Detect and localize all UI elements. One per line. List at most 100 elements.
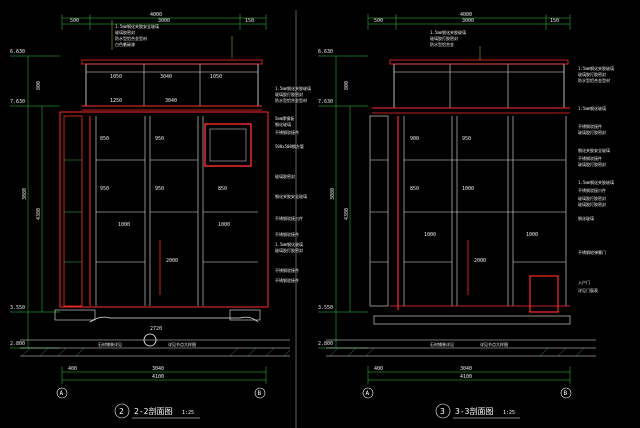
top-notes xyxy=(111,20,233,58)
top-note-2: 玻璃胶密封 xyxy=(115,29,135,35)
svg-text:防水型铝合金型材: 防水型铝合金型材 xyxy=(578,77,610,83)
top-note-1: 1.5mm钢化夹胶安全玻璃 xyxy=(115,23,159,29)
inner-dim-2: 3040 xyxy=(160,74,172,80)
section-title: 2-2剖面图 xyxy=(134,406,172,416)
r-bay-dim-2: 850 xyxy=(410,186,419,192)
main-glass-facade xyxy=(59,111,269,308)
upper-glass-volume xyxy=(81,59,263,111)
r-section-title: 3-3剖面图 xyxy=(455,406,493,416)
bay-dim-6: 1000 xyxy=(218,222,230,228)
r-bottom-note-2: 详见节点大样图 xyxy=(480,341,508,347)
svg-text:不锈钢驳接件: 不锈钢驳接件 xyxy=(578,123,602,129)
vdim-overall: 3080 xyxy=(22,188,28,200)
bay-dim-7: 850 xyxy=(218,186,227,192)
top-dim-left: 500 xyxy=(70,18,79,24)
r-bottom-note-1: 石材铺装详见 xyxy=(430,341,454,347)
svg-text:详见门窗表: 详见门窗表 xyxy=(578,287,598,293)
svg-text:钢化夹胶安全玻璃: 钢化夹胶安全玻璃 xyxy=(578,147,610,153)
svg-text:不锈钢驳接件: 不锈钢驳接件 xyxy=(275,267,299,273)
svg-text:1.5mm钢化夹胶玻璃: 1.5mm钢化夹胶玻璃 xyxy=(275,85,311,91)
bay-dim-1: 850 xyxy=(100,136,109,142)
r-vdim-top: 800 xyxy=(344,81,350,90)
top-dimension-chain xyxy=(61,14,267,30)
svg-text:玻璃胶打胶密封: 玻璃胶打胶密封 xyxy=(275,91,303,97)
r-top-note-2: 玻璃胶打胶密封 xyxy=(430,35,458,41)
svg-text:不锈钢驳接件: 不锈钢驳接件 xyxy=(275,231,299,237)
r-bay-dim-5: 1000 xyxy=(424,232,436,238)
section-3-3: 4000 500 3000 150 xyxy=(318,12,614,419)
axis-b-label: B xyxy=(258,390,262,397)
svg-text:不锈钢驳接件: 不锈钢驳接件 xyxy=(578,155,602,161)
r-upper-glass-volume xyxy=(372,59,570,114)
svg-text:1.5mm钢化夹胶玻璃: 1.5mm钢化夹胶玻璃 xyxy=(578,179,614,185)
r-top-dim-overall: 4000 xyxy=(460,12,472,18)
r-bottom-dimension-chain xyxy=(367,366,571,384)
r-axis-b-label: B xyxy=(564,390,568,397)
right-notes: 1.5mm钢化夹胶玻璃 玻璃胶打胶密封 防水型铝合金型材 5mm厚钢板 钢化玻璃… xyxy=(275,85,311,283)
svg-text:玻璃胶打胶密封: 玻璃胶打胶密封 xyxy=(578,129,606,135)
foundation xyxy=(20,309,291,357)
svg-text:玻璃胶打胶密封: 玻璃胶打胶密封 xyxy=(578,161,606,167)
svg-text:玻璃胶打胶密封: 玻璃胶打胶密封 xyxy=(578,195,606,201)
r-top-note-3: 防水型铝合金 xyxy=(430,41,454,47)
bay-dim-5: 950 xyxy=(155,186,164,192)
r-bay-dim-6: 1000 xyxy=(526,232,538,238)
axis-a-label: A xyxy=(60,390,64,397)
r-main-glass-facade xyxy=(369,115,570,313)
bottom-dim-4: 400 xyxy=(68,366,77,372)
r-bay-dim-1: 900 xyxy=(410,136,419,142)
bottom-note-1: 石材铺装详见 xyxy=(98,341,122,347)
r-section-scale: 1:25 xyxy=(503,410,515,416)
top-dim-overall: 4000 xyxy=(150,12,162,18)
r-right-notes: 1.5mm钢化夹胶玻璃 玻璃胶打胶密封 防水型铝合金型材 1.5mm钢化玻璃 不… xyxy=(578,65,614,293)
svg-text:不锈钢驳接件: 不锈钢驳接件 xyxy=(275,277,299,283)
svg-text:玻璃胶打胶密封: 玻璃胶打胶密封 xyxy=(578,201,606,207)
bottom-dim-3: 2720 xyxy=(150,326,162,332)
r-level-upper: 7.630 xyxy=(318,99,333,105)
r-level-floor: 3.550 xyxy=(318,305,333,311)
level-floor: 3.550 xyxy=(10,305,25,311)
svg-text:不锈钢驳接爪件: 不锈钢驳接爪件 xyxy=(578,187,606,193)
vdim-inner: 4380 xyxy=(36,208,42,220)
r-foundation xyxy=(326,315,596,357)
callout-number: 2 xyxy=(119,407,124,416)
svg-text:玻璃胶打胶密封: 玻璃胶打胶密封 xyxy=(578,71,606,77)
r-top-dim-mid: 3000 xyxy=(462,18,474,24)
level-upper: 7.630 xyxy=(10,99,25,105)
inner-dim-4: 1250 xyxy=(110,98,122,104)
r-bottom-dim-1: 3040 xyxy=(460,366,472,372)
bay-dim-4: 950 xyxy=(155,136,164,142)
svg-text:不锈钢地弹簧门: 不锈钢地弹簧门 xyxy=(578,249,606,255)
svg-text:1.5mm钢化玻璃: 1.5mm钢化玻璃 xyxy=(578,105,606,111)
r-level-ground: 2.800 xyxy=(318,341,333,347)
bay-dim-2: 950 xyxy=(100,186,109,192)
r-level-top: 6.630 xyxy=(318,49,333,55)
r-top-dim-left: 500 xyxy=(374,18,383,24)
svg-text:玻璃胶密封: 玻璃胶密封 xyxy=(275,173,295,179)
svg-text:入户门: 入户门 xyxy=(578,279,590,285)
r-vdim-overall: 3080 xyxy=(330,188,336,200)
r-door-dim: 2000 xyxy=(474,258,486,264)
r-axis-a-label: A xyxy=(366,390,370,397)
level-top: 6.630 xyxy=(10,49,25,55)
r-bottom-dim-3: 400 xyxy=(374,366,383,372)
r-top-dim-right: 150 xyxy=(550,18,559,24)
svg-text:1.5mm钢化夹胶玻璃: 1.5mm钢化夹胶玻璃 xyxy=(578,65,614,71)
top-note-3: 防水型铝合金型材 xyxy=(115,35,147,41)
bottom-note-2: 详见节点大样图 xyxy=(168,341,196,347)
section-2-2: 4000 500 3000 150 1050 3040 1050 1250 30… xyxy=(10,10,311,428)
axis-b-bubble xyxy=(254,387,266,399)
svg-text:钢化夹胶安全玻璃: 钢化夹胶安全玻璃 xyxy=(275,193,307,199)
r-axis-b-bubble xyxy=(560,387,572,399)
r-callout-number: 3 xyxy=(440,407,445,416)
r-axis-a-bubble xyxy=(362,387,374,399)
r-vdim-inner: 4380 xyxy=(344,208,350,220)
top-dim-right: 150 xyxy=(245,18,254,24)
r-top-note-1: 1.5mm钢化夹胶玻璃 xyxy=(430,29,466,35)
bottom-dimension-chain xyxy=(61,366,267,384)
r-bay-dim-3: 950 xyxy=(462,136,471,142)
svg-text:不锈钢驳接爪件: 不锈钢驳接爪件 xyxy=(275,215,303,221)
top-dimension-chain-r xyxy=(367,14,571,30)
bottom-dim-2: 4100 xyxy=(152,374,164,380)
